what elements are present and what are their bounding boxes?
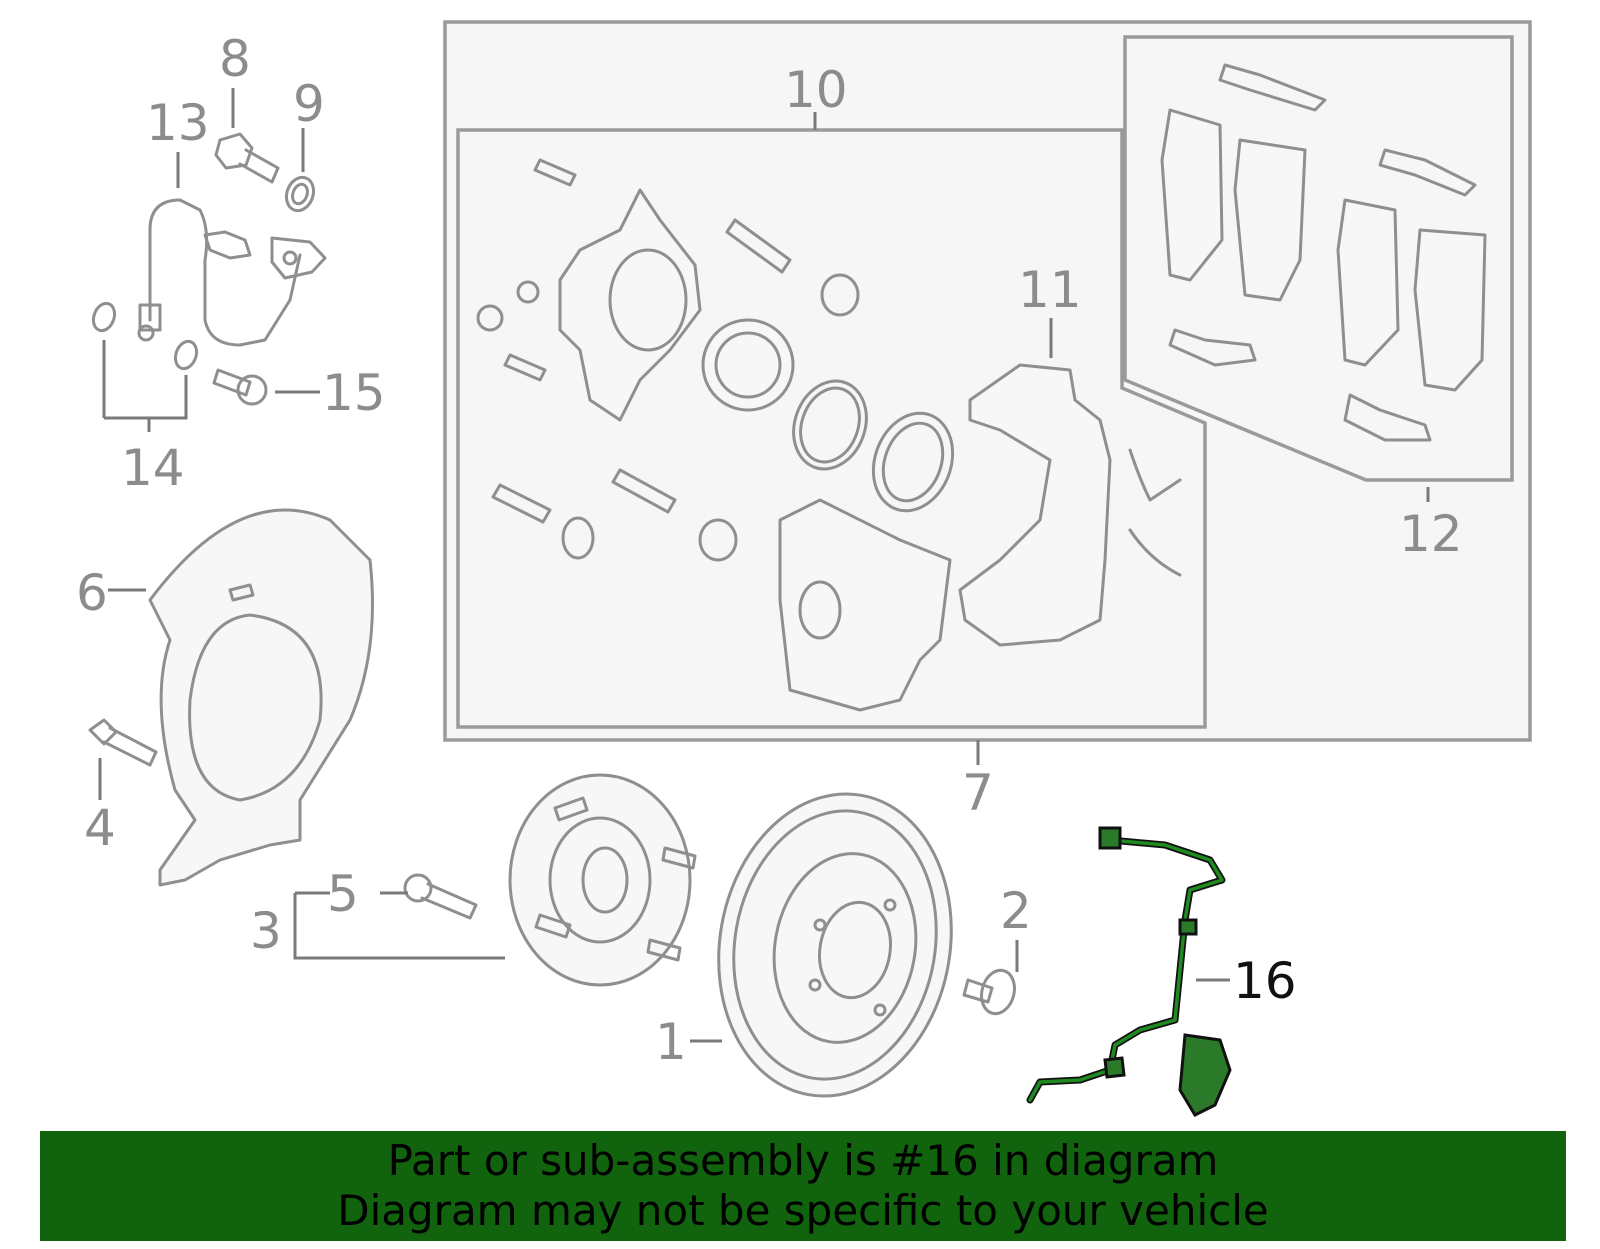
hose-bolt (214, 132, 280, 184)
washers-14 (91, 301, 199, 371)
caliper-body (558, 188, 702, 422)
callout-9: 9 (293, 75, 325, 133)
callout-4: 4 (84, 799, 116, 857)
leader-lines (98, 88, 1430, 1043)
caliper-bolts (476, 158, 860, 562)
callout-15: 15 (322, 364, 386, 422)
shield-bolt (88, 718, 158, 767)
brake-rotor (717, 792, 953, 1098)
callout-12: 12 (1399, 505, 1463, 563)
wheel-hub (508, 773, 697, 987)
callout-5: 5 (327, 865, 359, 923)
caliper-piston (701, 318, 795, 412)
abs-wheel-speed-sensor (1026, 826, 1232, 1117)
banner-line-1: Part or sub-assembly is #16 in diagram (387, 1136, 1219, 1185)
caliper-housing (778, 498, 952, 712)
callout-11: 11 (1018, 261, 1082, 319)
wheel-stud (403, 873, 478, 920)
washer-9 (284, 175, 316, 213)
caliper-bracket (958, 363, 1182, 647)
callout-10: 10 (784, 61, 848, 119)
callout-13: 13 (146, 94, 210, 152)
callout-8: 8 (219, 30, 251, 88)
dust-shield (148, 508, 374, 887)
callout-16: 16 (1233, 952, 1297, 1010)
callout-3: 3 (250, 902, 282, 960)
brake-hose (137, 198, 327, 347)
union-bolt (212, 368, 268, 406)
brake-pads (1160, 63, 1487, 442)
piston-seal (792, 379, 868, 471)
callout-14: 14 (121, 439, 185, 497)
rotor-screw (962, 968, 1016, 1016)
callout-1: 1 (655, 1013, 687, 1071)
notice-banner: Part or sub-assembly is #16 in diagram D… (40, 1131, 1566, 1241)
callout-6: 6 (76, 564, 108, 622)
callout-2: 2 (1000, 882, 1032, 940)
dust-boot (871, 411, 955, 513)
callout-7: 7 (962, 764, 994, 822)
banner-line-2: Diagram may not be specific to your vehi… (337, 1186, 1269, 1235)
